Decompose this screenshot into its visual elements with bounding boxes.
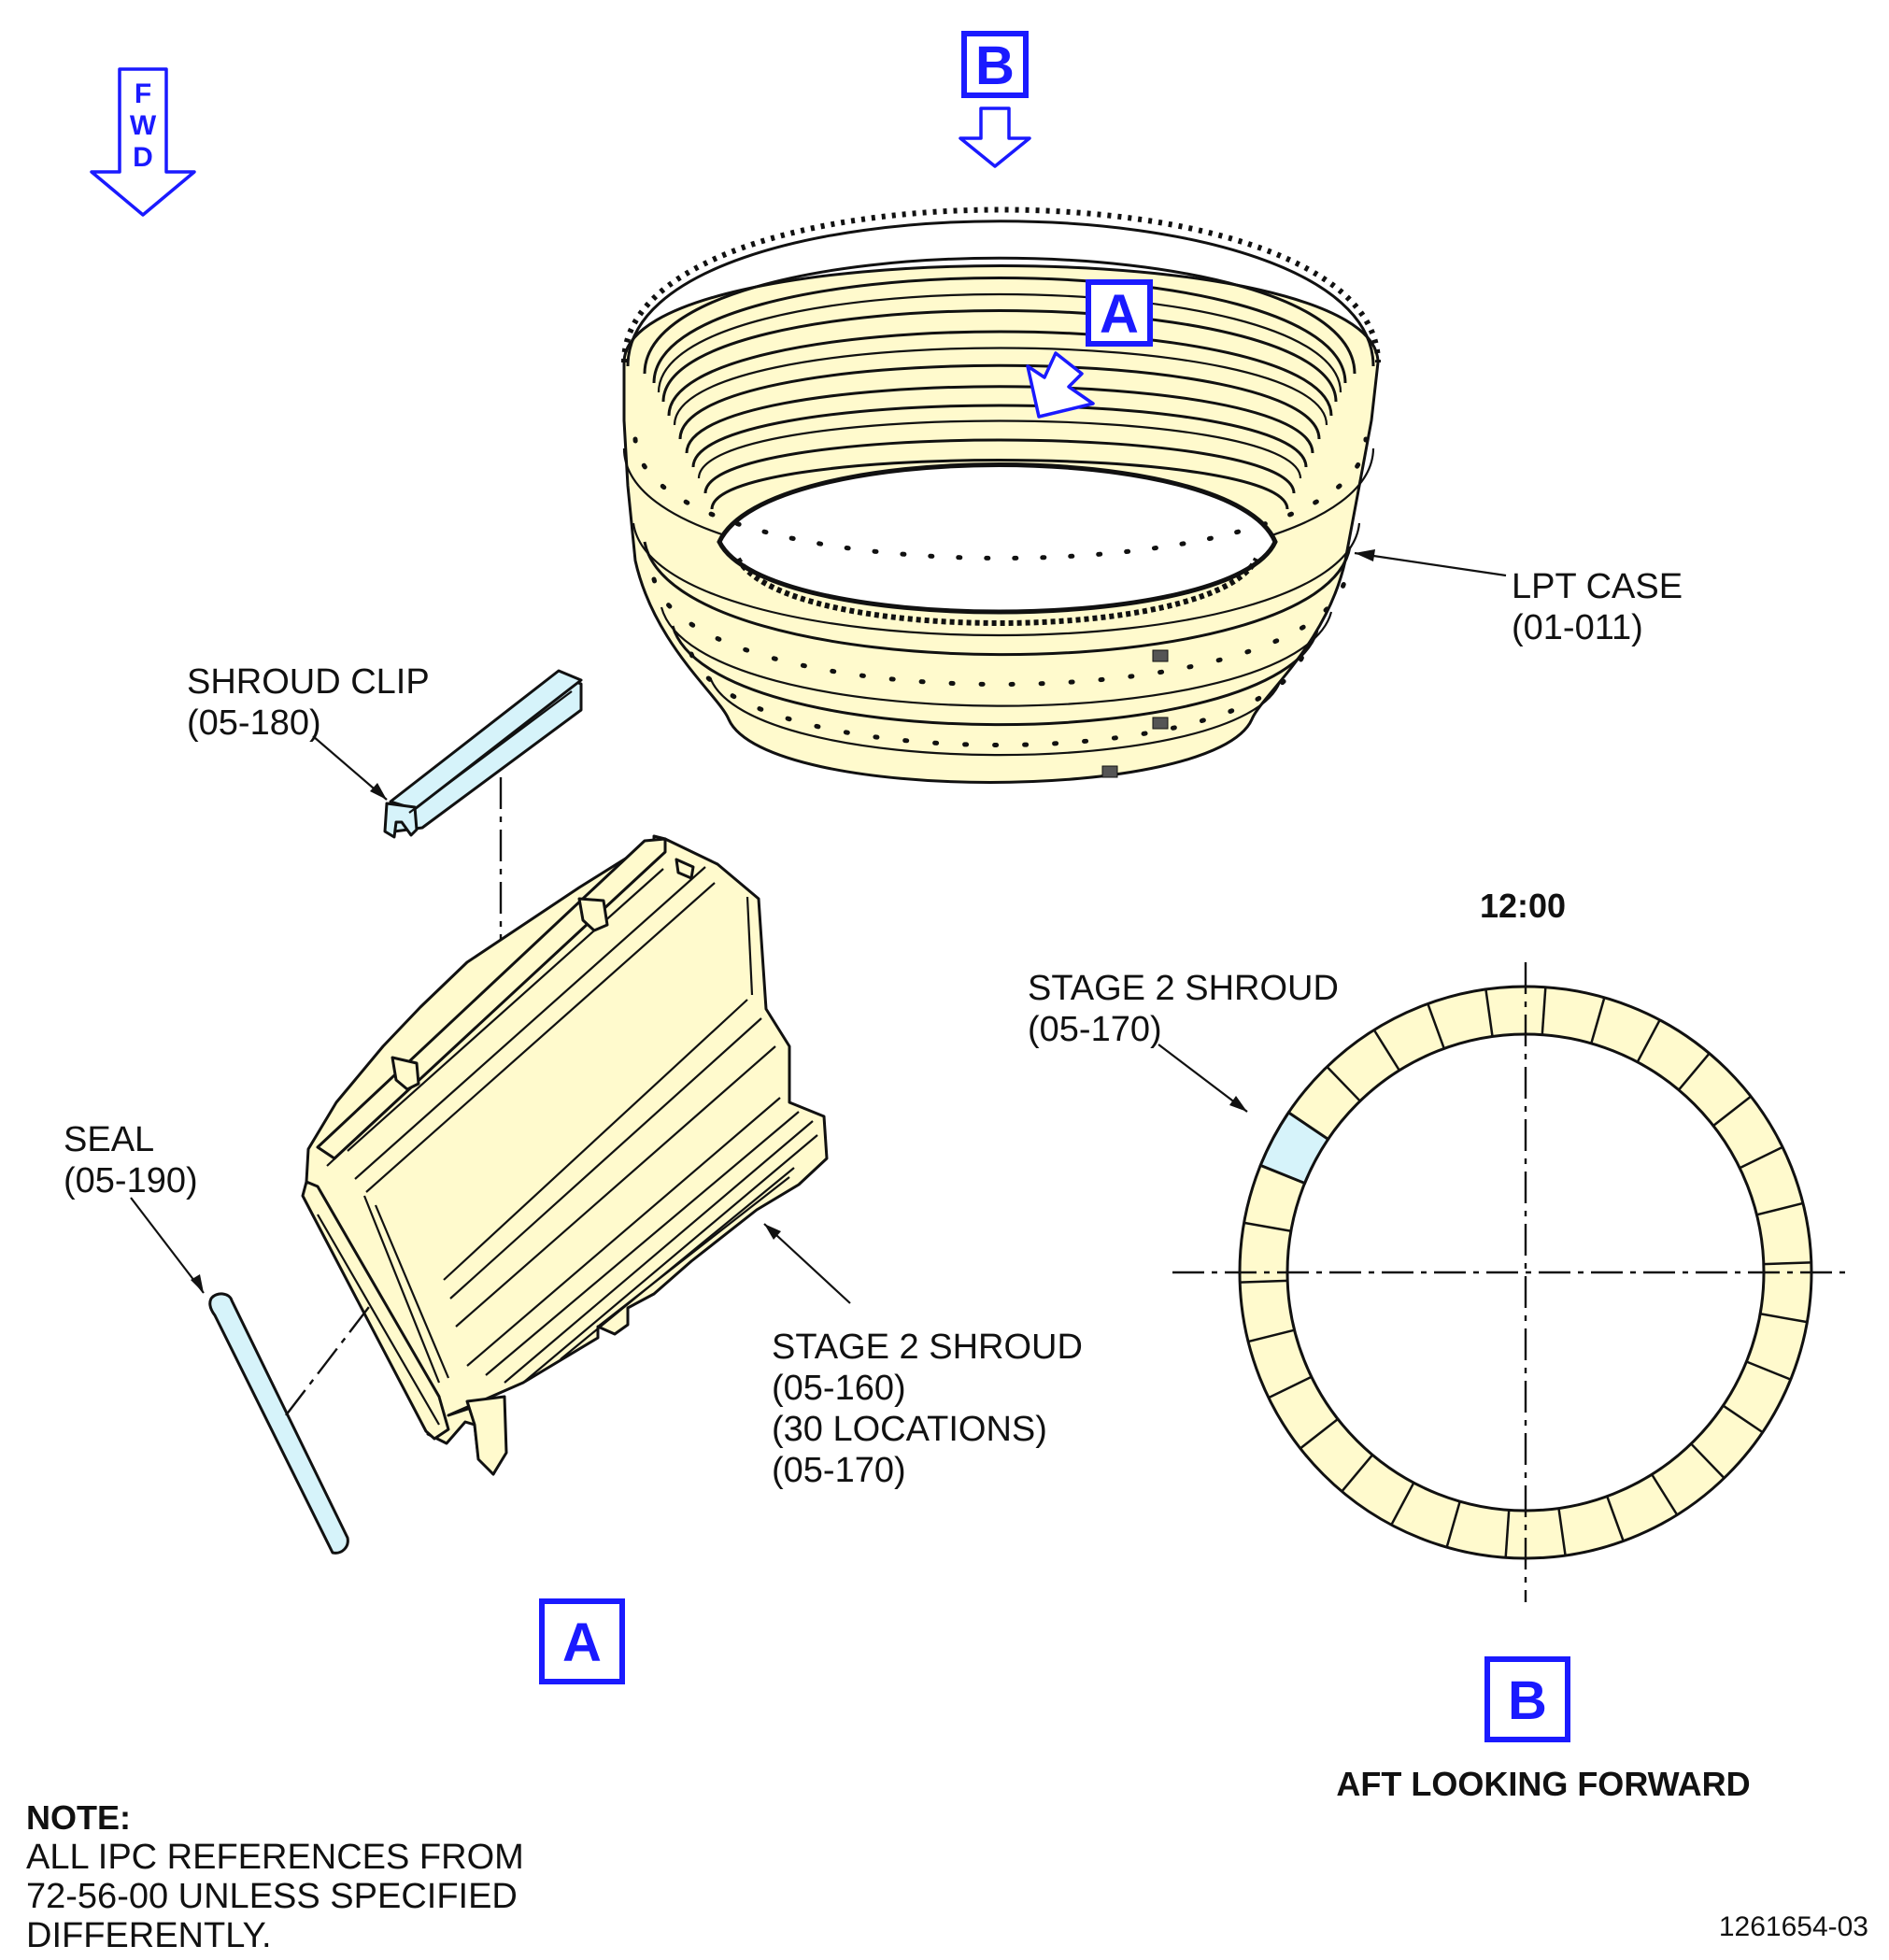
lpt-case-ref: (01-011) [1512, 608, 1643, 647]
ring-segment-divider [1427, 1003, 1445, 1049]
ring-segment-divider [1240, 1279, 1288, 1284]
seal-label: SEAL [64, 1120, 154, 1159]
lpt-case-leader [1354, 551, 1507, 577]
ring-segment-divider [1390, 1482, 1415, 1526]
ring-highlight-segment [1258, 1110, 1330, 1186]
ring-segment-divider [1341, 1454, 1374, 1493]
ring-segment-divider [1268, 1375, 1313, 1399]
fwd-arrow-icon [90, 67, 196, 217]
seal-ref: (05-190) [64, 1161, 198, 1200]
note-title: NOTE: [26, 1798, 131, 1837]
stage2-shroud-locations: (30 LOCATIONS) [772, 1410, 1047, 1449]
stage2-shroud-segment [301, 834, 829, 1476]
lpt-case-label: LPT CASE [1512, 567, 1683, 606]
ring-segment-divider [1484, 988, 1494, 1037]
shroud-leader-main [763, 1223, 851, 1304]
stage2-shroud-ref1: (05-160) [772, 1369, 906, 1408]
view-b-marker-bottom[interactable] [1484, 1656, 1570, 1742]
fwd-letter-d: D [133, 142, 153, 173]
ring-view-caption: AFT LOOKING FORWARD [1336, 1765, 1750, 1803]
ring-segment-divider [1243, 1221, 1292, 1232]
ring-segment-divider [1677, 1052, 1711, 1091]
ring-segment-divider [1690, 1442, 1726, 1479]
ring-segment-divider [1756, 1201, 1804, 1216]
note-line-3: DIFFERENTLY. [26, 1916, 272, 1955]
ring-segment-divider [1763, 1261, 1811, 1266]
ring-shroud-ref: (05-170) [1028, 1010, 1162, 1049]
figure-id: 1261654-03 [1719, 1911, 1868, 1942]
lpt-case [621, 206, 1381, 784]
stage2-shroud-ref2: (05-170) [772, 1451, 906, 1490]
view-a-marker-bottom[interactable] [539, 1598, 625, 1684]
view-b-arrow-icon [959, 107, 1031, 168]
view-a-arrow-icon [1026, 351, 1095, 419]
shroud-clip-label: SHROUD CLIP [187, 662, 430, 702]
view-a-label-top: A [1100, 284, 1139, 345]
seal [208, 1292, 349, 1555]
ring-segment-divider [1712, 1095, 1752, 1127]
view-a-marker-top[interactable] [1086, 279, 1153, 347]
ring-segment-divider [1247, 1328, 1295, 1343]
seal-centerline [285, 1302, 373, 1416]
stage2-shroud-label: STAGE 2 SHROUD [772, 1328, 1083, 1367]
ring-segment-divider [1739, 1145, 1783, 1170]
view-b-label-top: B [975, 36, 1015, 96]
note-line-2: 72-56-00 UNLESS SPECIFIED [26, 1877, 518, 1916]
ring-segment-divider [1326, 1066, 1361, 1102]
ring-segment-divider [1590, 997, 1606, 1044]
ring-segment-divider [1606, 1496, 1625, 1541]
ring-segment-divider [1759, 1313, 1808, 1324]
note-line-1: ALL IPC REFERENCES FROM [26, 1838, 524, 1877]
fwd-letter-w: W [130, 110, 157, 141]
ring-segment-divider [1636, 1019, 1661, 1063]
ring-segment-divider [1372, 1029, 1400, 1072]
view-b-label-bottom: B [1508, 1670, 1547, 1731]
shroud-clip-ref: (05-180) [187, 703, 321, 743]
ring-segment-divider [1300, 1418, 1339, 1450]
ring-segment-divider [1541, 987, 1547, 1035]
ring-shroud-leader [1158, 1044, 1248, 1113]
fwd-letter-f: F [135, 78, 151, 109]
ring-segment-divider [1722, 1404, 1764, 1434]
shroud-clip [383, 669, 583, 839]
ring-segment-divider [1504, 1510, 1511, 1558]
ring-segment-divider [1745, 1360, 1792, 1381]
view-a-label-bottom: A [562, 1612, 602, 1673]
seal-leader [130, 1197, 205, 1294]
view-b-marker-top[interactable] [961, 31, 1029, 98]
ring-segment-divider [1651, 1473, 1679, 1516]
ring-segment-divider [1557, 1508, 1567, 1556]
ring-segment-divider [1445, 1500, 1461, 1548]
ring-shroud-label: STAGE 2 SHROUD [1028, 969, 1339, 1008]
clock-label: 12:00 [1480, 887, 1566, 925]
